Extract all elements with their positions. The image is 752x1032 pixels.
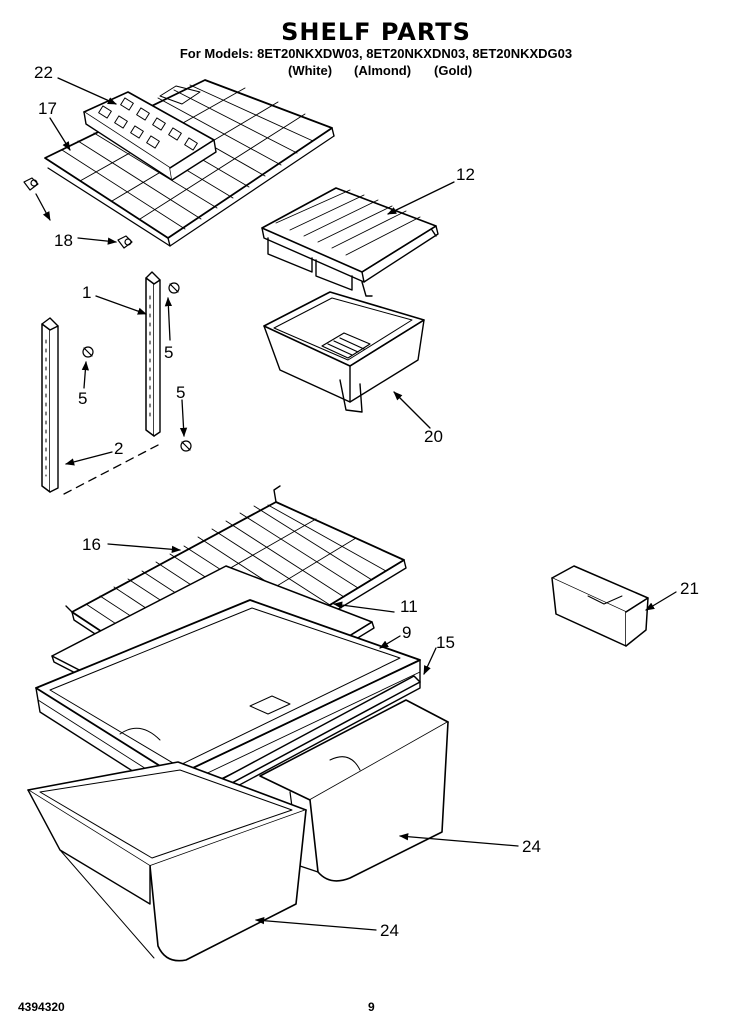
callout-2: 2 [114, 439, 123, 458]
callout-9: 9 [402, 623, 411, 642]
callout-18: 18 [54, 231, 73, 250]
shelf-support-rails [41, 271, 161, 493]
callout-24-left: 24 [380, 921, 399, 940]
callout-15: 15 [436, 633, 455, 652]
callout-20: 20 [424, 427, 443, 446]
color-gold: (Gold) [434, 63, 473, 78]
leader-lines [35, 77, 677, 931]
mounting-screws [82, 282, 192, 452]
callout-5-left: 5 [78, 389, 87, 408]
crisper-drawer-right [259, 699, 449, 882]
crisper-drawer-left [27, 761, 307, 962]
page-number: 9 [368, 1000, 375, 1014]
door-bin [551, 565, 649, 647]
shelf-clips [23, 177, 133, 249]
callout-11: 11 [400, 597, 418, 616]
callout-labels: 22 17 18 12 1 5 5 5 2 20 16 11 9 15 21 2… [34, 63, 699, 940]
callout-1: 1 [82, 283, 91, 302]
egg-tray [83, 91, 217, 181]
callout-17: 17 [38, 99, 57, 118]
top-wire-shelf [44, 79, 335, 247]
meat-pan-drawer [263, 291, 425, 413]
callout-21: 21 [680, 579, 699, 598]
meat-pan-cover [261, 187, 439, 297]
callout-12: 12 [456, 165, 475, 184]
color-white: (White) [288, 63, 333, 78]
page-title: SHELF PARTS [281, 18, 471, 46]
callout-5-upper: 5 [164, 343, 173, 362]
callout-16: 16 [82, 535, 101, 554]
callout-5-lower: 5 [176, 383, 185, 402]
document-number: 4394320 [18, 1000, 65, 1014]
color-almond: (Almond) [354, 63, 412, 78]
callout-22: 22 [34, 63, 53, 82]
model-numbers: For Models: 8ET20NKXDW03, 8ET20NKXDN03, … [179, 46, 573, 61]
callout-24-right: 24 [522, 837, 541, 856]
